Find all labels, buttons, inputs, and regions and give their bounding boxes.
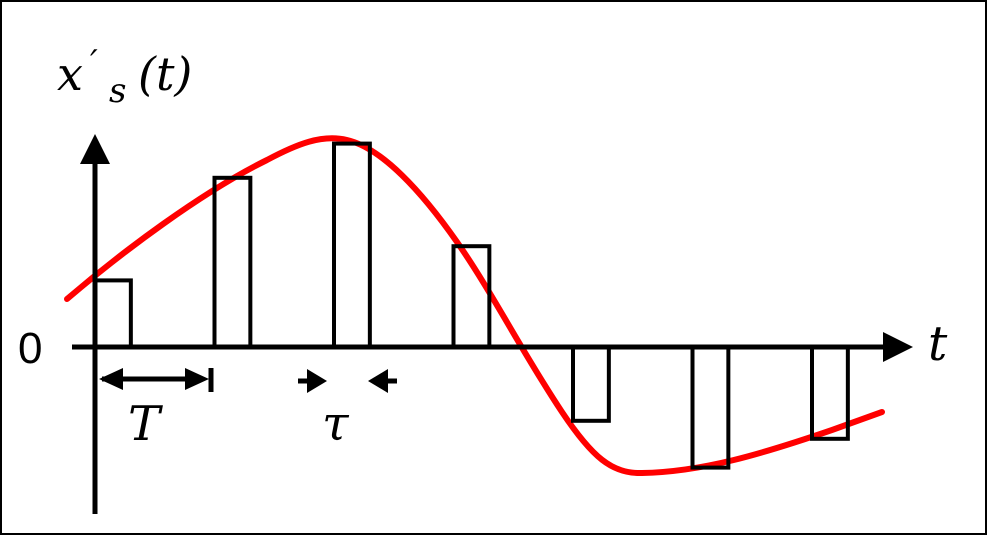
- tau-arrow-left-head: [307, 369, 327, 393]
- sample-pulse-3: [332, 141, 372, 349]
- continuous-signal-curve: [64, 135, 885, 477]
- period-arrow-left-head: [99, 368, 123, 390]
- y-axis-label-prime: ′: [90, 43, 98, 83]
- sample-pulse-1: [93, 278, 133, 349]
- sample-pulse-6: [690, 345, 731, 470]
- zero-label: 0: [18, 324, 42, 373]
- tau-arrow-right-head: [368, 369, 388, 393]
- sample-pulse-5: [571, 345, 611, 423]
- y-axis-label-subscript: s: [109, 71, 126, 111]
- period-label: T: [128, 396, 163, 452]
- tau-label: τ: [322, 396, 350, 452]
- y-axis-label-base: x: [57, 47, 83, 101]
- y-axis-label-argument: (t): [138, 47, 192, 101]
- period-arrow-right-head: [185, 368, 209, 390]
- x-axis-label: t: [928, 316, 948, 372]
- sample-pulse-2: [212, 175, 253, 349]
